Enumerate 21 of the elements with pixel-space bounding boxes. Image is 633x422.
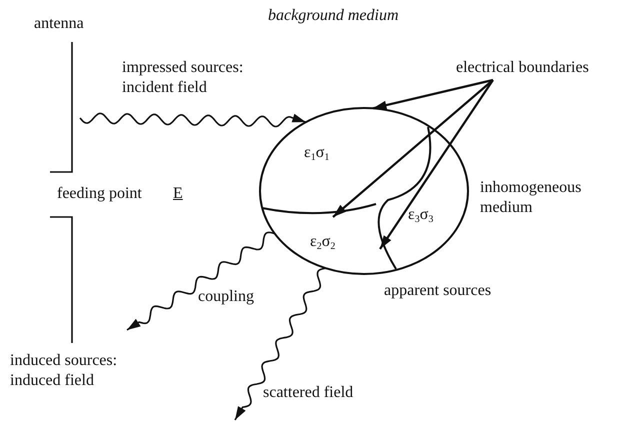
wavy-arrow — [234, 267, 326, 420]
antenna-label: antenna — [34, 14, 84, 34]
wavy-arrow — [79, 112, 306, 128]
boundaries-label: electrical boundaries — [456, 58, 589, 78]
arrow — [379, 79, 494, 250]
inhomogeneous-body-drawing — [258, 106, 470, 278]
source-label: impressed sources: incident field — [122, 58, 244, 98]
wavy-arrow — [126, 232, 275, 331]
scattered-field-label: scattered field — [263, 383, 354, 403]
arrow — [332, 79, 494, 218]
region-label: ε$_{3}$σ$_{3}$ — [408, 205, 434, 225]
medium-label: background medium — [268, 6, 398, 26]
sources-label: apparent sources — [384, 281, 492, 301]
field-symbol-label: E — [173, 184, 183, 204]
medium-label: inhomogeneous medium — [480, 178, 582, 218]
feeding-point-label: feeding point — [57, 184, 142, 204]
region-label: ε$_{2}$σ$_{2}$ — [310, 232, 336, 252]
arrow — [372, 78, 494, 110]
induced-label: induced sources: induced field — [10, 351, 118, 391]
coupling-label: coupling — [198, 287, 254, 307]
region-label: ε$_{1}$σ$_{1}$ — [304, 143, 330, 163]
